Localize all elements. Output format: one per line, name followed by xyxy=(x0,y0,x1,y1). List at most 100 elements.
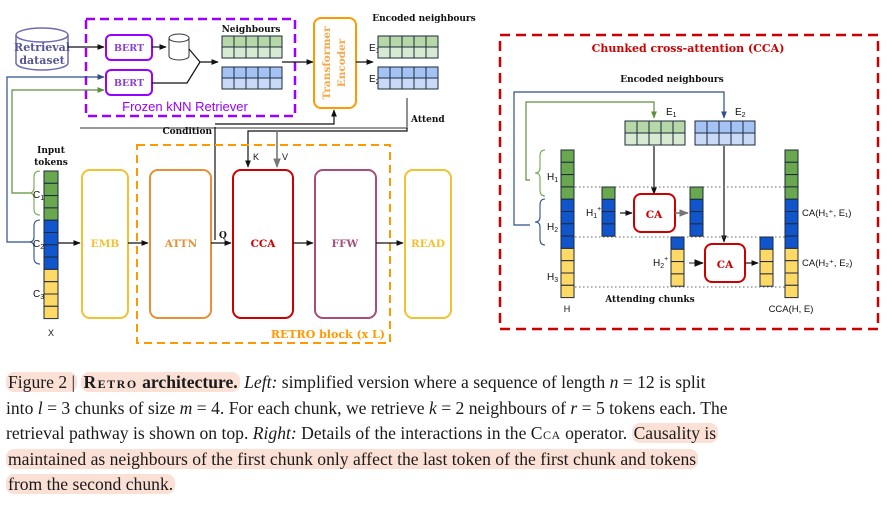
token-cell xyxy=(784,247,799,262)
token-cell xyxy=(560,284,575,299)
neighbour-token-cell xyxy=(694,120,708,134)
figure-caption: Figure 2 | Retro architecture. Left: sim… xyxy=(6,370,888,498)
neighbour-token-cell xyxy=(413,35,427,48)
neighbour-token-cell xyxy=(742,120,756,134)
token-cell xyxy=(560,174,575,188)
neighbour-token-cell xyxy=(660,132,674,146)
h2-plus-column xyxy=(670,236,685,287)
input-tokens-label-1: Input xyxy=(37,146,66,156)
encoded-neighbours-label-right: Encoded neighbours xyxy=(620,75,724,85)
neighbour-token-cell xyxy=(730,132,744,146)
neighbour-token-cell xyxy=(742,132,756,146)
neighbour-token-cell xyxy=(401,66,415,79)
neighbour-token-cell xyxy=(401,77,415,90)
cca-output-label: CCA(H, E) xyxy=(769,304,814,315)
caption-line-1: Figure 2 | Retro architecture. Left: sim… xyxy=(6,372,706,392)
frozen-knn-retriever-label: Frozen kNN Retriever xyxy=(122,99,248,114)
h2-label: H2 xyxy=(547,222,558,234)
cca-block xyxy=(232,169,294,319)
token-cell xyxy=(689,223,704,237)
attn-label: ATTN xyxy=(164,238,198,250)
token-cell xyxy=(43,293,59,307)
token-cell xyxy=(601,186,616,200)
token-cell xyxy=(784,223,799,237)
emb-block xyxy=(81,169,129,319)
neighbour-token-cell xyxy=(401,46,415,59)
token-cell xyxy=(560,272,575,286)
h1-label: H1 xyxy=(547,172,558,184)
neighbour-token-cell xyxy=(413,66,427,79)
token-cell xyxy=(560,223,575,237)
token-cell xyxy=(43,219,59,233)
ffw-block xyxy=(314,169,377,319)
neighbour-token-cell xyxy=(233,35,247,48)
caption-line-4: maintained as neighbours of the first ch… xyxy=(6,448,699,469)
token-cell xyxy=(560,260,575,274)
token-cell xyxy=(689,211,704,225)
token-cell xyxy=(43,268,59,283)
neighbour-token-cell xyxy=(245,77,259,90)
token-cell xyxy=(560,247,575,262)
caption-line-2: into l = 3 chunks of size m = 4. For eac… xyxy=(6,397,728,418)
neighbour-token-cell xyxy=(257,66,271,79)
x-label: X xyxy=(48,328,54,338)
neighbour-token-cell xyxy=(257,35,271,48)
neighbour-token-cell xyxy=(269,66,283,79)
ca1-output-column xyxy=(689,186,704,237)
bert-top-label: BERT xyxy=(114,43,144,54)
retro-architecture-figure: Retrieval dataset Frozen kNN Retriever B… xyxy=(6,14,880,344)
neighbour-token-cell xyxy=(425,35,439,48)
neighbour-token-cell xyxy=(425,46,439,59)
neighbour-token-cell xyxy=(269,77,283,90)
ffw-label: FFW xyxy=(332,238,359,250)
neighbour-token-cell xyxy=(718,132,732,146)
token-cell xyxy=(601,198,616,213)
token-cell xyxy=(601,223,616,237)
neighbour-token-cell xyxy=(660,120,674,134)
neighbour-token-cell xyxy=(389,46,403,59)
token-cell xyxy=(43,305,59,320)
token-cell xyxy=(43,256,59,270)
token-cell xyxy=(560,235,575,249)
token-cell xyxy=(759,248,774,263)
token-cell xyxy=(43,170,59,184)
neighbours-grid xyxy=(221,35,283,90)
token-cell xyxy=(43,195,59,209)
h-column xyxy=(560,149,575,299)
token-cell xyxy=(43,244,59,258)
retrieval-dataset-icon xyxy=(15,27,69,71)
h2-brace xyxy=(534,198,546,246)
transformer-encoder-label-1: Transformer xyxy=(321,26,333,100)
neighbour-token-cell xyxy=(672,120,686,134)
token-cell xyxy=(670,261,685,275)
token-cell xyxy=(601,211,616,225)
c3-label: C3 xyxy=(33,289,44,301)
neighbour-token-cell xyxy=(425,77,439,90)
retro-block-box xyxy=(136,144,391,344)
token-cell xyxy=(560,186,575,200)
neighbours-label: Neighbours xyxy=(222,25,281,35)
read-label: READ xyxy=(411,238,445,250)
neighbour-token-cell xyxy=(377,77,391,90)
neighbour-token-cell xyxy=(221,35,235,48)
neighbour-token-cell xyxy=(413,77,427,90)
neighbour-token-cell xyxy=(377,35,391,48)
cca-detail-title: Chunked cross-attention (CCA) xyxy=(592,42,785,55)
token-cell xyxy=(784,260,799,274)
neighbour-token-cell xyxy=(730,120,744,134)
token-cell xyxy=(43,207,59,221)
neighbour-token-cell xyxy=(269,46,283,59)
token-cell xyxy=(43,281,59,295)
encoded-neighbours-grid-left xyxy=(377,35,439,90)
q-label: Q xyxy=(219,231,227,241)
neighbour-token-cell xyxy=(269,35,283,48)
h2-plus-label: H2+ xyxy=(653,256,668,270)
c1-label: C1 xyxy=(33,190,44,202)
e2-label-right: E2 xyxy=(735,107,746,119)
token-cell xyxy=(670,248,685,263)
token-cell xyxy=(670,273,685,287)
neighbour-token-cell xyxy=(425,66,439,79)
condition-label: Condition xyxy=(162,127,212,137)
encoded-neighbours-label-left: Encoded neighbours xyxy=(372,14,476,24)
cca-label: CCA xyxy=(251,238,277,250)
